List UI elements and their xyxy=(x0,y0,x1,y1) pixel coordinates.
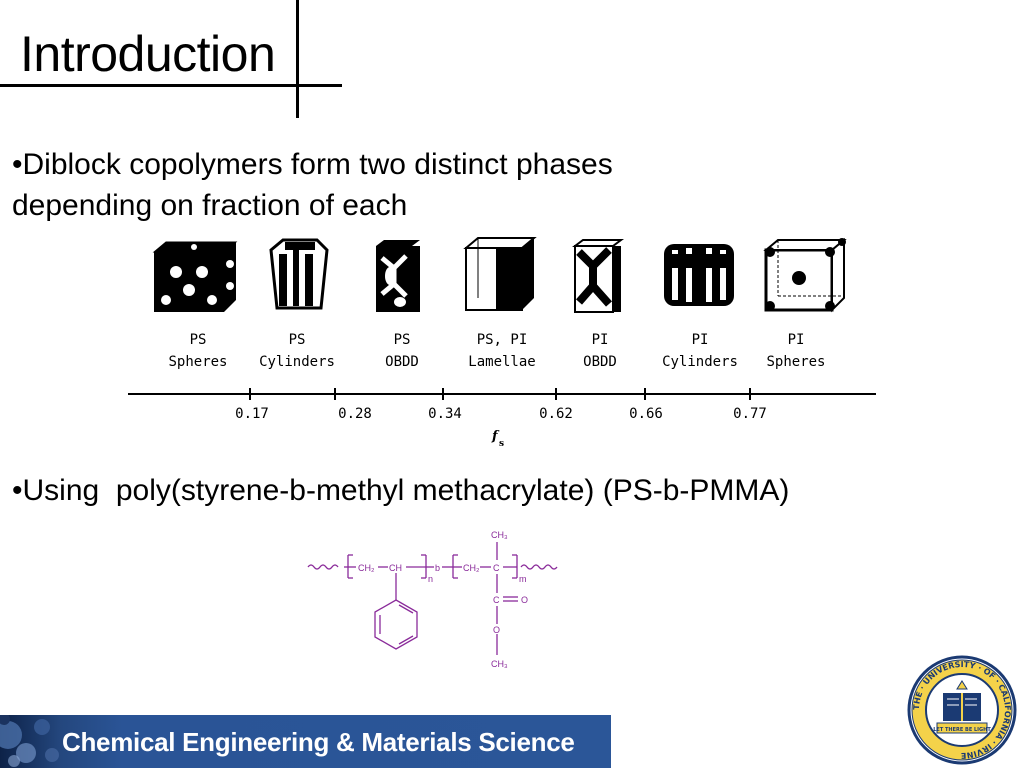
phase-2-top: PS xyxy=(394,332,411,348)
phase-4-bottom: OBDD xyxy=(583,354,617,370)
phase-diagram-figure: PS Spheres PS Cylinders PS OBDD PS, PI L… xyxy=(128,237,876,449)
label-c-carbonyl: C xyxy=(493,595,500,605)
slide-title: Introduction xyxy=(20,26,276,82)
phase-3-top: PS, PI xyxy=(477,332,528,348)
tick-label-0: 0.17 xyxy=(235,406,269,422)
tick-label-2: 0.34 xyxy=(428,406,462,422)
label-ch2-mma: CH₂ xyxy=(463,563,480,573)
phase-axis-ticks xyxy=(249,388,751,400)
cube-pi-cylinders xyxy=(664,244,734,306)
tick-label-1: 0.28 xyxy=(338,406,372,422)
tick-label-4: 0.66 xyxy=(629,406,663,422)
label-ch3-top: CH₃ xyxy=(491,530,508,540)
label-ch2-styrene: CH₂ xyxy=(358,563,375,573)
cube-lamellae xyxy=(463,237,537,311)
tick-label-5: 0.77 xyxy=(733,406,767,422)
label-ch3-bottom: CH₃ xyxy=(491,659,508,669)
bullet-ps-b-pmma: •Using poly(styrene-b-methyl methacrylat… xyxy=(12,474,790,507)
phase-4-top: PI xyxy=(592,332,609,348)
label-o-double: O xyxy=(521,595,528,605)
phase-0-bottom: Spheres xyxy=(168,354,227,370)
title-underline xyxy=(0,84,342,87)
ps-b-pmma-structure: CH₂ CH n b CH₂ C m CH₃ C O O CH₃ xyxy=(307,530,558,669)
footer-bubble-decoration xyxy=(0,715,59,767)
cube-ps-obdd xyxy=(376,240,420,312)
chain-wave-left xyxy=(307,564,339,570)
phase-6-top: PI xyxy=(788,332,805,348)
bullet-diblock-phases: •Diblock copolymers form two distinct ph… xyxy=(12,148,622,222)
axis-label-subscript: s xyxy=(499,439,504,449)
seal-book-icon xyxy=(943,680,981,721)
phase-5-bottom: Cylinders xyxy=(662,354,738,370)
tick-label-3: 0.62 xyxy=(539,406,573,422)
label-b: b xyxy=(435,563,440,573)
phase-1-bottom: Cylinders xyxy=(259,354,335,370)
label-ch: CH xyxy=(389,563,402,573)
cube-ps-spheres xyxy=(152,241,238,312)
university-seal: THE · UNIVERSITY · OF · CALIFORNIA · IRV… xyxy=(907,655,1017,765)
cube-pi-obdd xyxy=(572,239,624,313)
title-vertical-rule xyxy=(296,0,299,118)
axis-label-f: f xyxy=(491,429,500,444)
cube-pi-spheres xyxy=(763,237,847,313)
phase-2-bottom: OBDD xyxy=(385,354,419,370)
phase-5-top: PI xyxy=(692,332,709,348)
label-n: n xyxy=(428,574,433,584)
seal-banner-text: LET THERE BE LIGHT xyxy=(933,727,991,733)
phase-3-bottom: Lamellae xyxy=(468,354,535,370)
footer-department-label: Chemical Engineering & Materials Science xyxy=(62,727,575,757)
chain-wave-right xyxy=(520,564,558,570)
phase-6-bottom: Spheres xyxy=(766,354,825,370)
label-c-main: C xyxy=(493,563,500,573)
phase-1-top: PS xyxy=(289,332,306,348)
label-m: m xyxy=(519,574,527,584)
cube-ps-cylinders xyxy=(269,238,329,310)
phase-0-top: PS xyxy=(190,332,207,348)
label-o-ester: O xyxy=(493,625,500,635)
footer-banner: Chemical Engineering & Materials Science xyxy=(0,715,611,768)
